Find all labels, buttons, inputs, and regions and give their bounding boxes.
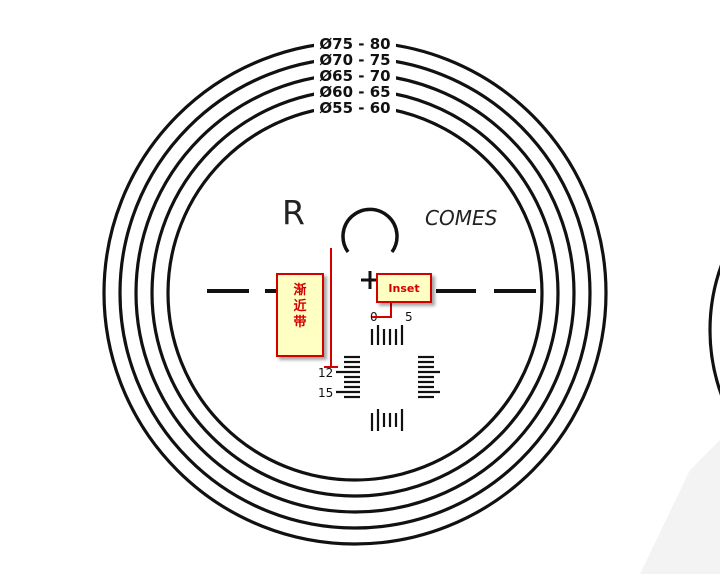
progressive-zone-char-3: 带 (293, 315, 307, 330)
right-scale (418, 355, 440, 399)
adjacent-lens-ring (708, 264, 720, 396)
diameter-label-70-75: Ø70 - 75 (319, 51, 390, 69)
diameter-label-75-80: Ø75 - 80 (319, 35, 390, 53)
near-scale-top (370, 325, 404, 345)
background-shape (640, 440, 720, 574)
progressive-zone-char-1: 渐 (293, 283, 307, 298)
progressive-zone-tick (324, 366, 338, 368)
diameter-label-65-70: Ø65 - 70 (319, 67, 390, 85)
bottom-scale (370, 409, 404, 431)
inset-callout: Inset (376, 273, 432, 303)
progressive-zone-callout: 渐 近 带 (276, 273, 324, 357)
left-scale (336, 355, 360, 399)
diameter-label-55-60: Ø55 - 60 (319, 99, 390, 117)
side-label: R (282, 193, 305, 232)
inset-marker-horizontal (372, 316, 392, 318)
distance-reference-arc (341, 207, 399, 254)
inset-marker-vertical (390, 303, 392, 318)
progressive-zone-char-2: 近 (293, 299, 307, 314)
scale-label-15: 15 (318, 386, 333, 400)
brand-label: COMES (425, 206, 498, 230)
scale-label-5: 5 (405, 310, 413, 324)
labels-background (314, 35, 396, 117)
progressive-zone-line (330, 248, 332, 368)
scale-label-12: 12 (318, 366, 333, 380)
diameter-label-60-65: Ø60 - 65 (319, 83, 390, 101)
